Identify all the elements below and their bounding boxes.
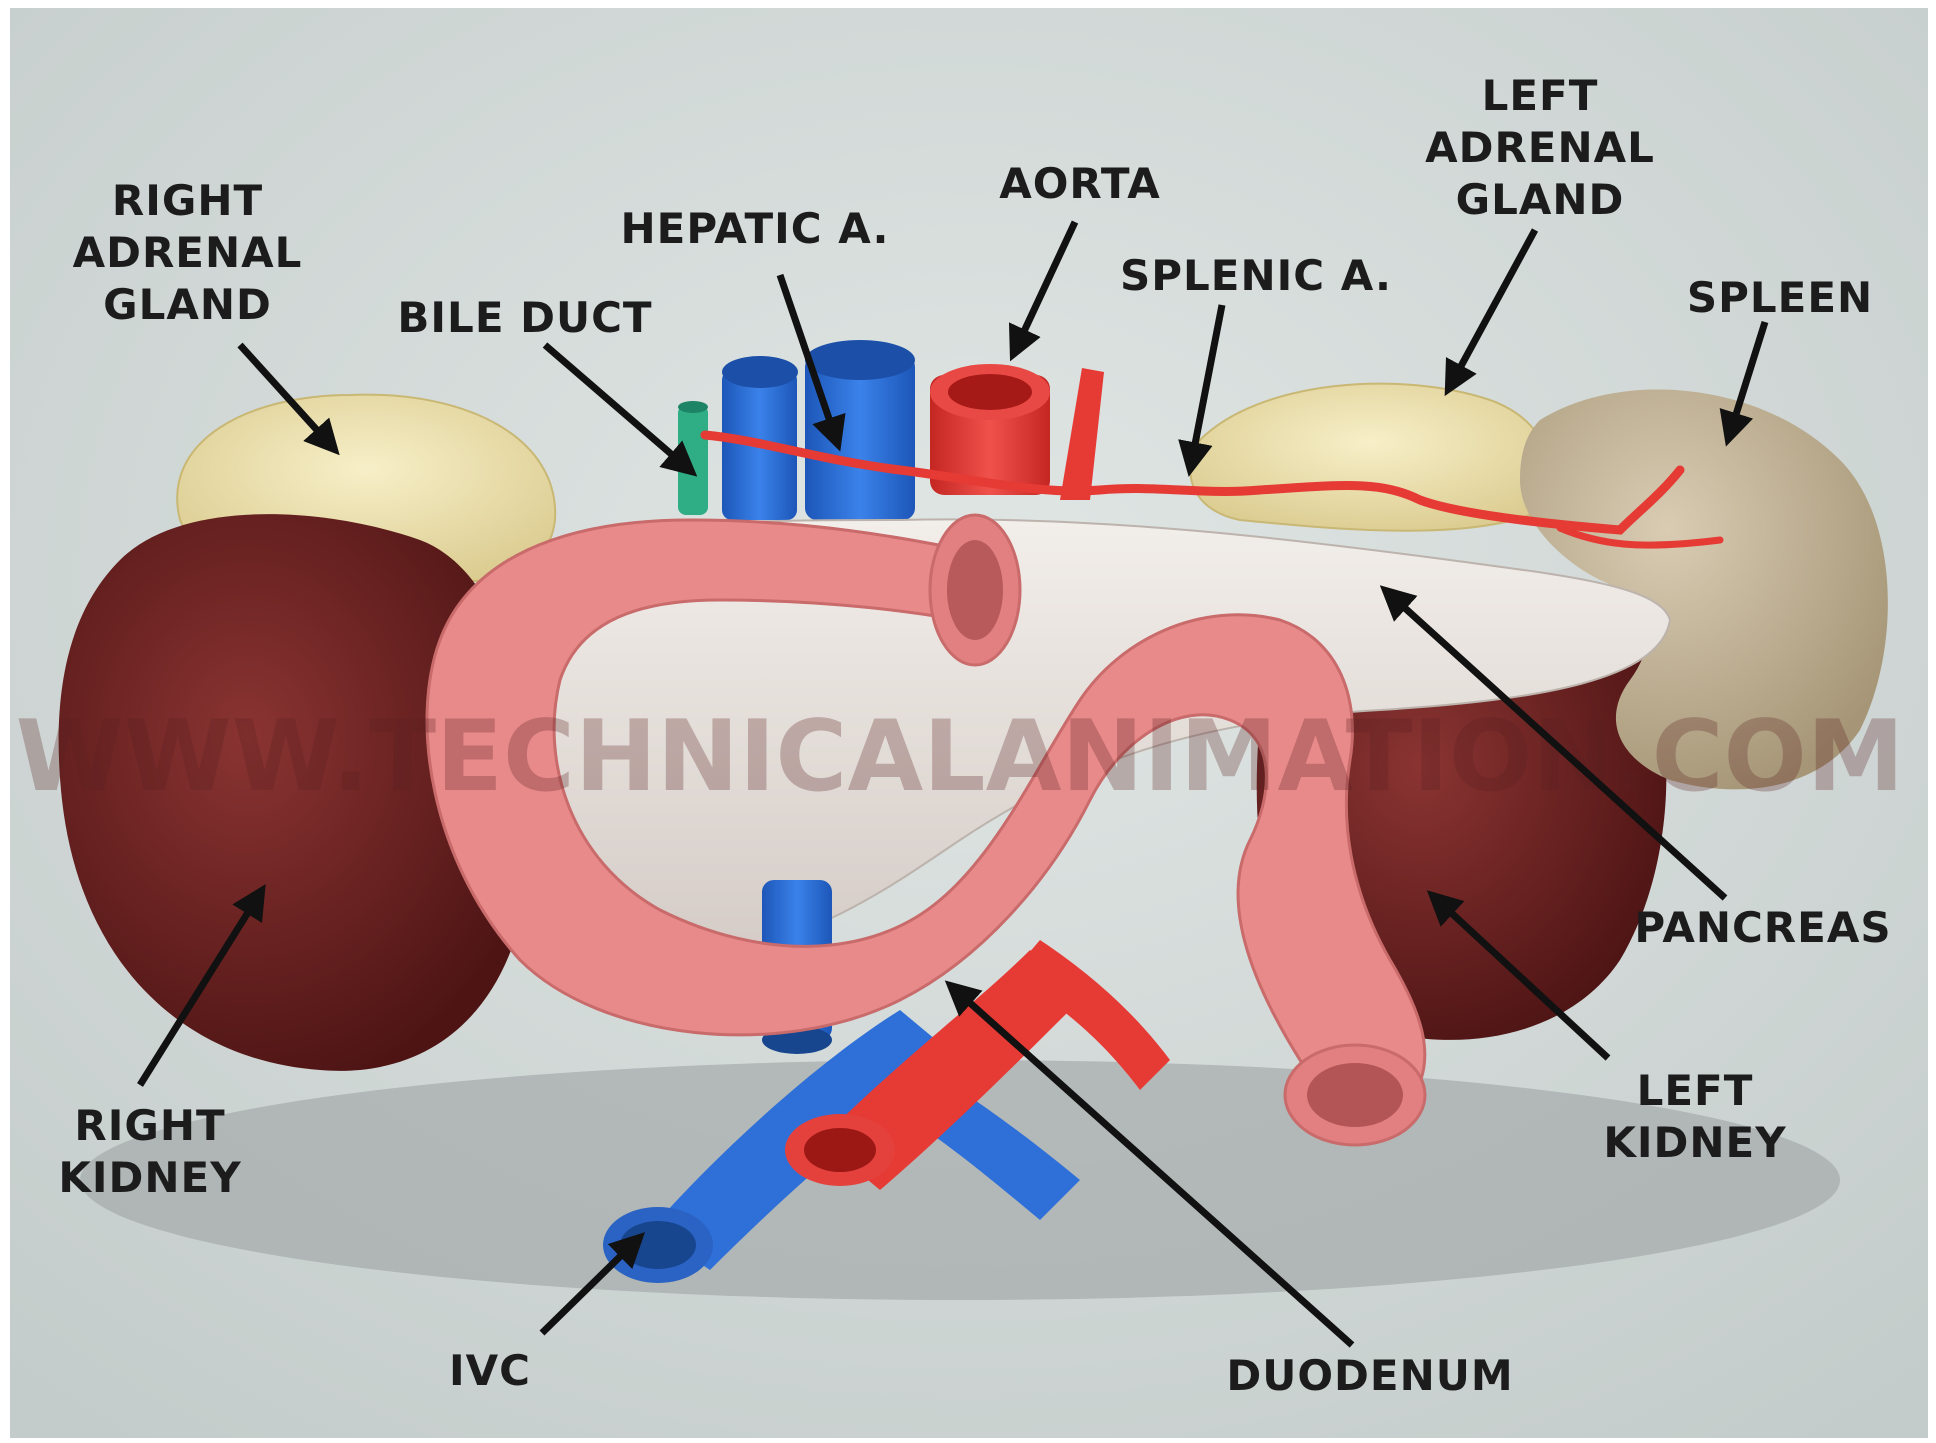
label-spleen: SPLEEN [1685, 272, 1875, 324]
label-aorta: AORTA [985, 158, 1175, 210]
label-line: AORTA [985, 158, 1175, 210]
label-line: RIGHT [40, 1100, 260, 1152]
label-line: ADRENAL [1420, 122, 1660, 174]
label-line: RIGHT [55, 175, 320, 227]
label-left-kidney: LEFT KIDNEY [1585, 1065, 1805, 1169]
label-line: SPLENIC A. [1120, 250, 1390, 302]
label-line: IVC [440, 1345, 540, 1397]
label-line: HEPATIC A. [620, 203, 890, 255]
label-line: SPLEEN [1685, 272, 1875, 324]
label-bile-duct: BILE DUCT [395, 292, 655, 344]
watermark-text: WWW.TECHNICALANIMATION.COM [16, 700, 1905, 814]
label-line: BILE DUCT [395, 292, 655, 344]
label-right-kidney: RIGHT KIDNEY [40, 1100, 260, 1204]
label-left-adrenal-gland: LEFT ADRENAL GLAND [1420, 70, 1660, 226]
label-splenic-a: SPLENIC A. [1120, 250, 1390, 302]
label-ivc: IVC [440, 1345, 540, 1397]
label-line: KIDNEY [40, 1152, 260, 1204]
label-hepatic-a: HEPATIC A. [620, 203, 890, 255]
label-line: GLAND [55, 279, 320, 331]
label-line: LEFT [1420, 70, 1660, 122]
label-line: PANCREAS [1628, 902, 1898, 954]
label-right-adrenal-gland: RIGHT ADRENAL GLAND [55, 175, 320, 331]
label-line: ADRENAL [55, 227, 320, 279]
label-duodenum: DUODENUM [1220, 1350, 1520, 1402]
label-line: GLAND [1420, 174, 1660, 226]
label-line: KIDNEY [1585, 1117, 1805, 1169]
label-pancreas: PANCREAS [1628, 902, 1898, 954]
label-line: LEFT [1585, 1065, 1805, 1117]
label-line: DUODENUM [1220, 1350, 1520, 1402]
